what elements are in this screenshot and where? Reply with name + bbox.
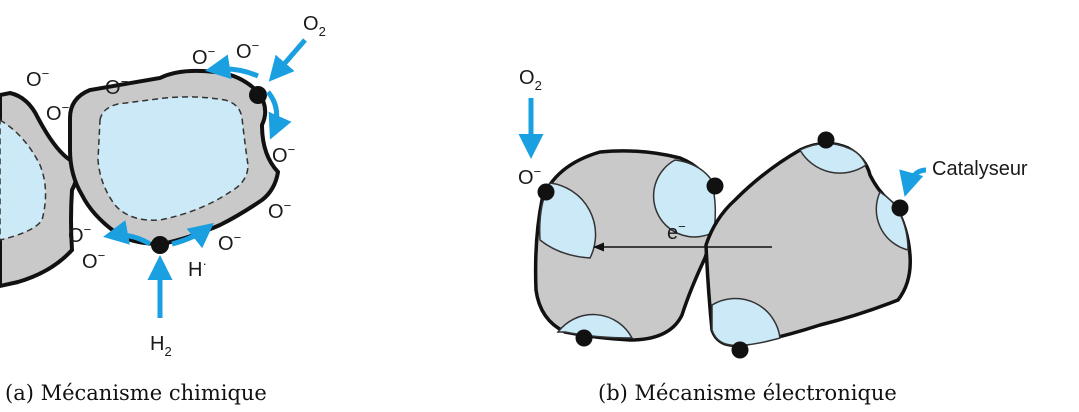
arrow-top-left xyxy=(205,54,259,80)
catalyst-patch-left-top xyxy=(538,182,597,259)
catalyst-patch-right-side xyxy=(875,190,909,251)
catalyst-dot-bottom xyxy=(151,236,169,254)
label-o-minus-left-1: O− xyxy=(26,66,49,91)
catalyst-dot xyxy=(891,199,909,217)
label-o-minus-panel-b: O− xyxy=(518,164,541,189)
arrow-bottom-left xyxy=(103,220,152,247)
catalyst-dot xyxy=(575,329,593,347)
label-o-minus-bottom-1: O− xyxy=(68,222,91,247)
catalyst-dot xyxy=(706,177,724,195)
label-h2: H2 xyxy=(150,333,172,359)
caption-panel-b: (b) Mécanisme électronique xyxy=(598,381,897,405)
arrows-panel-a xyxy=(103,38,307,318)
grain-left-partial xyxy=(0,90,79,289)
catalyst-dot xyxy=(537,183,555,201)
grain-right xyxy=(704,141,912,348)
label-o-minus-bottom-3: O− xyxy=(218,230,241,255)
label-h-radical: H· xyxy=(188,256,207,281)
panel-chemical-mechanism: O− O− O2 O− O− O− O− O− O− O− O− H· H2 (… xyxy=(0,13,326,405)
label-o2-panel-b: O2 xyxy=(519,67,542,93)
catalyst-dot xyxy=(817,131,835,149)
arrow-bottom-right xyxy=(171,222,214,249)
catalyst-patch-left-right xyxy=(652,159,717,238)
label-o-minus-left-3: O− xyxy=(105,74,128,99)
panel-electronic-mechanism: e− O2 O− Catalyseur (b) Mécanisme électr… xyxy=(518,67,1028,405)
label-o-minus-left-2: O− xyxy=(46,100,69,125)
catalyst-dot xyxy=(731,341,749,359)
label-o2-panel-a: O2 xyxy=(303,13,326,39)
label-o-minus-top-1: O− xyxy=(192,44,215,69)
arrow-top-down xyxy=(266,90,292,140)
arrow-catalyst-pointer xyxy=(899,167,927,197)
label-o-minus-top-2: O− xyxy=(236,38,259,63)
label-o-minus-right-2: O− xyxy=(268,198,291,223)
caption-panel-a: (a) Mécanisme chimique xyxy=(5,381,267,405)
catalyst-dot-top xyxy=(249,86,267,104)
arrow-o2-in xyxy=(268,38,307,82)
label-o-minus-right-1: O− xyxy=(272,142,295,167)
label-o-minus-bottom-2: O− xyxy=(82,248,105,273)
catalyst-patch-right-bottom xyxy=(711,297,781,347)
label-catalyst: Catalyseur xyxy=(932,158,1028,180)
grain-main xyxy=(68,68,281,247)
grain-left xyxy=(533,149,717,342)
label-electron: e− xyxy=(667,219,686,244)
